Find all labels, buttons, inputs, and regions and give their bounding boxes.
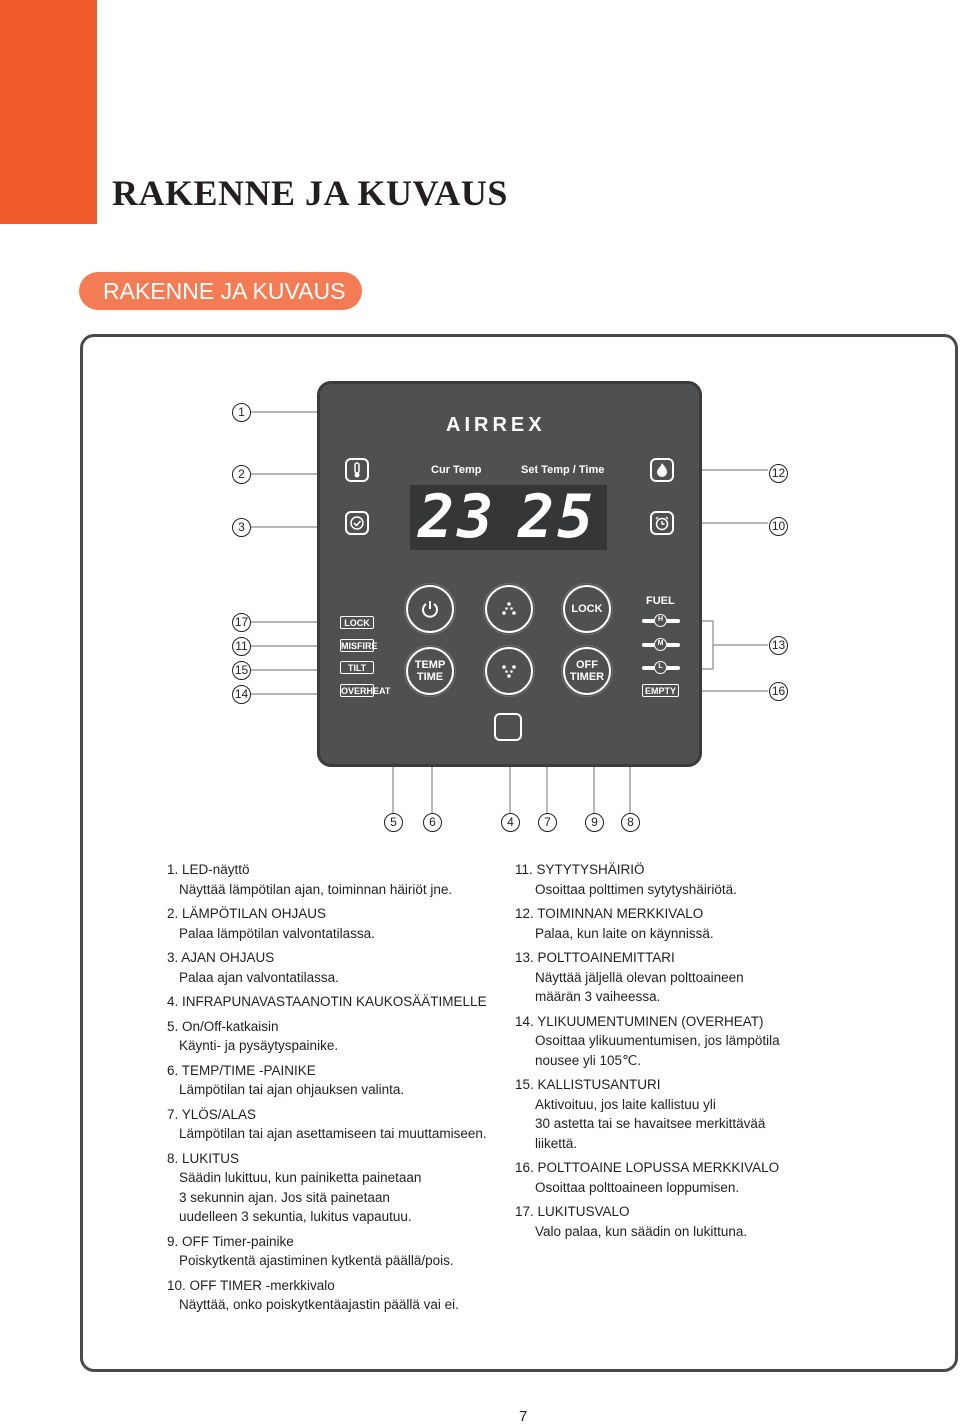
off-timer-line1: OFF (576, 659, 598, 671)
misfire-indicator: MISFIRE (340, 639, 374, 652)
power-icon (419, 598, 441, 620)
desc-item-4: 4. INFRAPUNAVASTAANOTIN KAUKOSÄÄTIMELLE (167, 992, 507, 1012)
callout-2: 2 (232, 465, 251, 484)
callout-8: 8 (621, 813, 640, 832)
callout-4: 4 (501, 813, 520, 832)
fuel-level-low: L (642, 664, 680, 672)
callout-1: 1 (232, 403, 251, 422)
callout-13: 13 (769, 636, 788, 655)
infrared-sensor-icon (494, 713, 522, 741)
temp-time-button[interactable]: TEMP TIME (406, 647, 454, 695)
callout-7: 7 (538, 813, 557, 832)
overheat-indicator: OVERHEAT (340, 684, 374, 697)
down-arrow-dots-icon (498, 660, 520, 682)
temp-time-line1: TEMP (415, 659, 446, 671)
off-timer-line2: TIMER (570, 671, 604, 683)
fuel-label: FUEL (646, 595, 675, 607)
fuel-m-label: M (654, 638, 667, 651)
brand-logo: AIRREX (446, 414, 546, 437)
callout-11: 11 (232, 637, 251, 656)
up-arrow-dots-icon (498, 598, 520, 620)
up-button[interactable] (485, 585, 533, 633)
lock-button[interactable]: LOCK (563, 585, 611, 633)
down-button[interactable] (485, 647, 533, 695)
flame-icon (650, 458, 674, 482)
fuel-level-medium: M (642, 641, 680, 649)
page-number: 7 (519, 1408, 527, 1425)
lock-indicator: LOCK (340, 616, 374, 629)
callout-17: 17 (232, 613, 251, 632)
callout-10: 10 (769, 517, 788, 536)
power-button[interactable] (406, 585, 454, 633)
set-temp-time-label: Set Temp / Time (521, 464, 604, 476)
display-set-temp: 25 (518, 486, 596, 548)
display-current-temp: 23 (418, 486, 496, 548)
thermometer-icon (345, 458, 369, 482)
fuel-level-high: H (642, 617, 680, 625)
empty-indicator: EMPTY (642, 684, 679, 697)
control-panel (317, 381, 702, 767)
callout-12: 12 (769, 464, 788, 483)
desc-item-14: 14. YLIKUUMENTUMINEN (OVERHEAT)Osoittaa … (515, 1012, 845, 1071)
off-timer-button[interactable]: OFF TIMER (563, 647, 611, 695)
callout-15: 15 (232, 661, 251, 680)
fuel-l-label: L (654, 661, 667, 674)
fuel-h-label: H (654, 614, 667, 627)
callout-6: 6 (423, 813, 442, 832)
check-icon (345, 511, 369, 535)
temp-time-line2: TIME (417, 671, 443, 683)
callout-9: 9 (585, 813, 604, 832)
callout-5: 5 (384, 813, 403, 832)
alarm-clock-icon (650, 511, 674, 535)
callout-16: 16 (769, 682, 788, 701)
cur-temp-label: Cur Temp (431, 464, 482, 476)
callout-3: 3 (232, 518, 251, 537)
callout-14: 14 (232, 685, 251, 704)
tilt-indicator: TILT (340, 661, 374, 674)
